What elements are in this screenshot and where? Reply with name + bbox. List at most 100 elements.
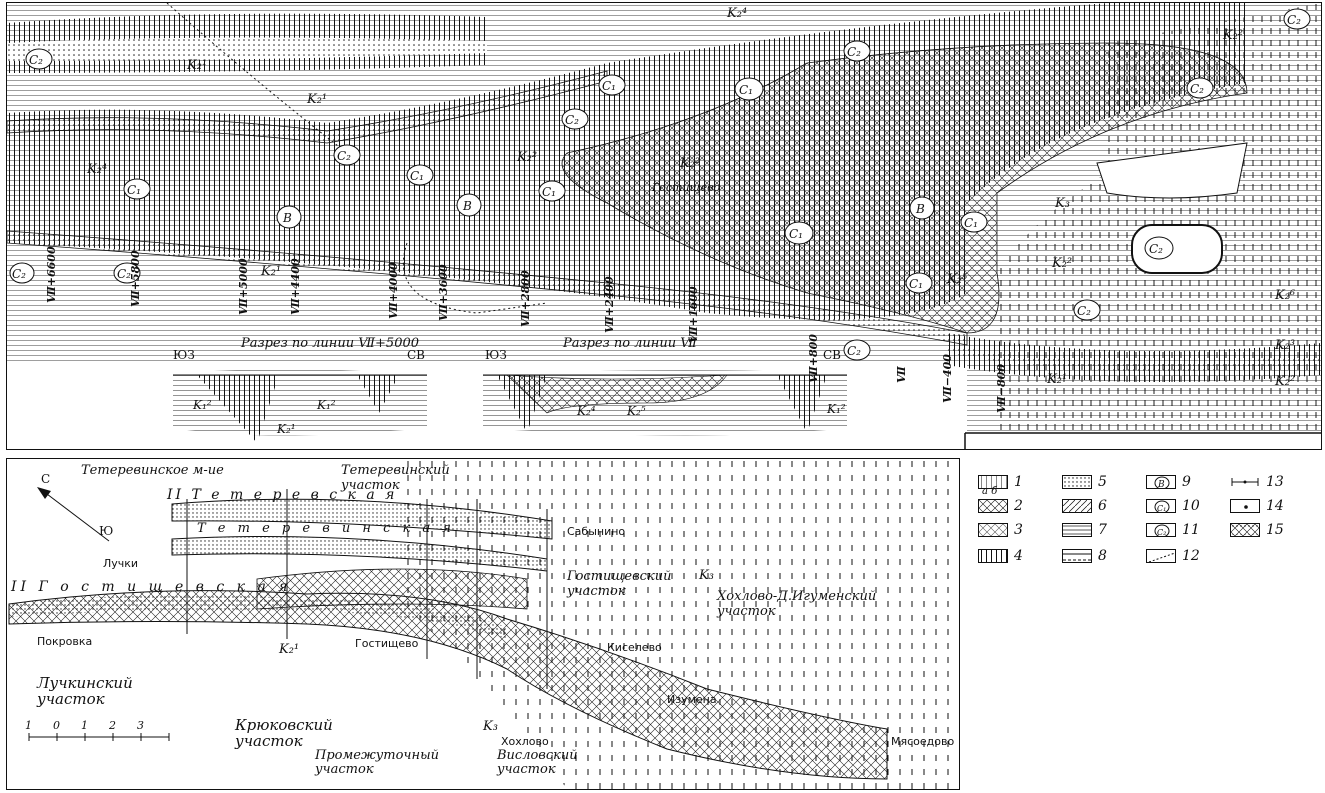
legend-item-3: 3 — [978, 522, 1023, 538]
svg-text:C₁: C₁ — [410, 169, 424, 183]
svg-text:C₂: C₂ — [1077, 304, 1091, 318]
svg-text:K₂⁴: K₂⁴ — [726, 6, 747, 21]
svg-text:C₂: C₂ — [565, 113, 579, 127]
mark-c1: C₁ — [905, 272, 933, 294]
mark-c2: C₂ — [843, 40, 871, 62]
mark-c2: C₂ — [9, 262, 35, 284]
mark-c1: C₁ — [960, 211, 988, 233]
svg-text:C₁: C₁ — [964, 216, 978, 230]
svg-text:Ⅶ+4000: Ⅶ+4000 — [387, 262, 400, 319]
mark-c2: C₂ — [333, 144, 361, 166]
place-izumenka: Изумена — [667, 693, 717, 706]
field-label: Тетеревинское м-ие — [81, 463, 224, 478]
svg-text:K₂²: K₂² — [1051, 256, 1072, 271]
legend-swatch-borehole — [1230, 499, 1260, 513]
section-2-ne: СВ — [823, 348, 841, 362]
svg-text:Ⅶ+3600: Ⅶ+3600 — [437, 264, 450, 321]
svg-text:K₂²: K₂² — [1274, 374, 1295, 389]
svg-text:K₂²: K₂² — [516, 150, 537, 165]
plot-vislovsky: Висловский участок — [497, 748, 578, 777]
legend-swatch-profile-line — [1231, 478, 1259, 486]
svg-text:K₂⁴: K₂⁴ — [86, 162, 107, 177]
svg-text:C₂: C₂ — [337, 149, 351, 163]
svg-text:K₂¹: K₂¹ — [260, 264, 281, 279]
svg-text:1: 1 — [81, 719, 88, 732]
circled-marks: C₂ C₁ B C₁ B C₂ C₁ C₂ C₁ C₁ C₁ B C₁ C₁ C… — [9, 8, 1311, 361]
section-2-sw: ЮЗ — [485, 348, 507, 362]
mark-c2: C₂ — [843, 339, 871, 361]
svg-text:C₁: C₁ — [1157, 504, 1166, 513]
k-labels: K₂¹ K₂¹ K₂⁴ K₂¹ K₂² K₂² K₃ K₂² K₂⁶ K₂³ K… — [86, 6, 1295, 389]
svg-text:Ⅶ+2400: Ⅶ+2400 — [603, 276, 616, 333]
svg-text:C₁: C₁ — [789, 227, 803, 241]
legend-item-12: 12 — [1146, 548, 1200, 564]
svg-text:K₂¹: K₂¹ — [186, 58, 207, 73]
svg-text:K₂¹: K₂¹ — [1046, 372, 1067, 387]
svg-text:Ⅶ−400: Ⅶ−400 — [941, 354, 954, 403]
plot-promezhutochny: Промежуточный участок — [315, 748, 440, 777]
mark-b: B — [276, 205, 302, 229]
legend-item-13: 13 — [1230, 474, 1284, 490]
svg-text:Ⅶ+800: Ⅶ+800 — [807, 334, 820, 383]
legend-item-6: 6 — [1062, 498, 1107, 514]
legend-item-5: 5 — [1062, 474, 1107, 490]
mark-c2: C₂ — [1186, 77, 1214, 99]
svg-text:Ⅶ: Ⅶ — [895, 365, 908, 383]
legend-item-14: 14 — [1230, 498, 1284, 514]
svg-text:1: 1 — [25, 719, 32, 732]
svg-text:B: B — [915, 202, 925, 216]
svg-text:C₂: C₂ — [847, 45, 861, 59]
mark-c1: C₁ — [598, 74, 626, 96]
legend-item-8: 8 — [1062, 548, 1107, 564]
svg-text:C₂: C₂ — [1287, 13, 1301, 27]
top-map-svg: C₂ C₁ B C₁ B C₂ C₁ C₂ C₁ C₁ C₁ B C₁ C₁ C… — [7, 3, 1321, 449]
scale-bar: 1 0 1 2 3 — [25, 719, 170, 741]
bottom-overview-map: С Ю 1 0 1 2 3 K₃ K₂¹ K₃ Тетеревинское м-… — [6, 458, 960, 790]
svg-text:Ⅶ−800: Ⅶ−800 — [995, 364, 1008, 413]
village-label: Гостищево — [651, 181, 721, 194]
svg-text:C₂: C₂ — [12, 267, 26, 281]
legend-swatch-dots — [1062, 475, 1092, 489]
mark-c1: C₁ — [406, 164, 434, 186]
legend-item-15: 15 — [1230, 522, 1284, 538]
belt-1-label: II Т е т е р е в с к а я — [167, 487, 398, 503]
svg-text:K₃: K₃ — [482, 719, 498, 734]
cross-section-1: Разрез по линии Ⅶ+5000 ЮЗ СВ K₁² K₁² K₂¹ — [173, 336, 427, 443]
mark-c1: C₁ — [123, 178, 151, 200]
belt-2-label: II Г о с т и щ е в с к а я — [11, 579, 292, 595]
svg-text:C₂: C₂ — [1157, 528, 1166, 537]
mark-c2: C₂ — [25, 48, 53, 70]
mark-c2: C₂ — [1283, 8, 1311, 30]
svg-text:Ⅶ+4400: Ⅶ+4400 — [289, 258, 302, 315]
legend-sub-ab: а б — [982, 486, 998, 497]
mark-b: B — [909, 196, 935, 220]
legend-item-2: 2 — [978, 498, 1023, 514]
svg-text:C₁: C₁ — [602, 79, 616, 93]
mark-c2: C₂ — [1073, 299, 1101, 321]
svg-text:K₂¹: K₂¹ — [276, 422, 296, 436]
mark-c2: C₂ — [113, 262, 141, 284]
svg-text:C₂: C₂ — [117, 267, 131, 281]
svg-text:K₂³: K₂³ — [1274, 338, 1295, 353]
svg-text:Ⅶ+2800: Ⅶ+2800 — [519, 270, 532, 327]
cross-section-2: Разрез по линии Ⅶ ЮЗ СВ K₂⁵ K₂⁴ K₁² — [483, 336, 847, 436]
place-luchki: Лучки — [103, 557, 139, 570]
legend-swatch-horizontal — [1062, 523, 1092, 537]
legend-item-4: 4 — [978, 548, 1023, 564]
place-sabynino: Сабынино — [567, 525, 626, 538]
place-khokhlovo: Хохлово — [501, 735, 549, 748]
svg-text:K₂⁴: K₂⁴ — [576, 404, 596, 418]
svg-text:C₂: C₂ — [29, 53, 43, 67]
svg-text:K₂⁶: K₂⁶ — [1274, 288, 1295, 303]
profile-labels: Ⅶ+6600 Ⅶ+5800 Ⅶ+5000 Ⅶ+4400 Ⅶ+4000 Ⅶ+360… — [45, 246, 1008, 413]
mark-b: B — [456, 193, 482, 217]
legend-swatch-crosshatch — [978, 523, 1008, 537]
svg-text:C₁: C₁ — [909, 277, 923, 291]
svg-text:2: 2 — [108, 719, 116, 732]
section-1-ne: СВ — [407, 348, 425, 362]
section-1-sw: ЮЗ — [173, 348, 195, 362]
legend-swatch-c2: C₂ — [1146, 523, 1176, 537]
svg-text:B: B — [282, 211, 292, 225]
